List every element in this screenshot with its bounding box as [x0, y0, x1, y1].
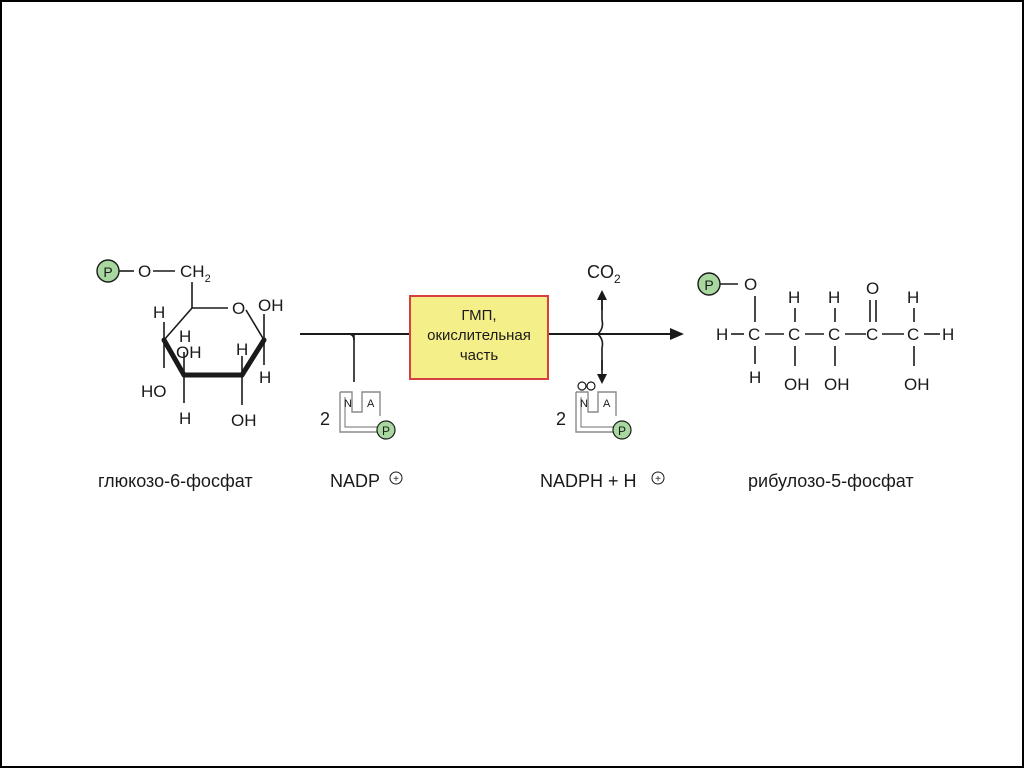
c2-hydroxyl: OH [231, 411, 257, 430]
ribulose-c2-oh: OH [784, 375, 810, 394]
ribulose-c1-h: H [749, 368, 761, 387]
ester-oxygen: O [138, 262, 151, 281]
nadph-a: A [603, 398, 611, 410]
ring-bond [163, 307, 193, 341]
co2-branch-line [597, 296, 604, 335]
nadph-icon: 2 N A P [556, 381, 632, 440]
nadph-shape [575, 391, 618, 433]
ring-oxygen: O [232, 299, 245, 318]
ribulose-c5-h: H [907, 288, 919, 307]
nadph-n: N [580, 398, 588, 410]
nadp-input-curve [347, 333, 355, 341]
ribulose-c2: C [788, 325, 800, 344]
ring-bond-front [161, 337, 187, 378]
ribulose-c3-oh: OH [824, 375, 850, 394]
c3-hydroxyl: OH [176, 343, 202, 362]
ribulose-c5: C [907, 325, 919, 344]
glucose-6-phosphate-structure: P O CH2 O OH H H HO H OH H H OH [96, 259, 284, 430]
nadph-branch-line [597, 333, 604, 370]
nadph-phosphate [612, 420, 632, 440]
phosphate-label-ribulose: P [704, 277, 713, 293]
nadp-a: A [367, 398, 375, 410]
c3-hydrogen: H [179, 409, 191, 428]
ring-bond-front [239, 337, 267, 378]
enzyme-line-3: часть [460, 347, 499, 364]
nadph-label: NADPH + H [540, 471, 637, 491]
ribulose-keto-o: O [866, 279, 879, 298]
ring-bond [245, 309, 265, 341]
c4-hydrogen: H [153, 303, 165, 322]
nadp-n: N [344, 398, 352, 410]
nadp-count: 2 [320, 409, 330, 429]
ribulose-c2-h: H [788, 288, 800, 307]
electron-dot [577, 381, 587, 391]
enzyme-line-2: окислительная [427, 327, 531, 344]
nadp-label: NADP [330, 471, 380, 491]
c1-hydroxyl: OH [258, 296, 284, 315]
c2-hydrogen: H [236, 340, 248, 359]
nadp-p: P [382, 424, 390, 438]
ribulose-c3-h: H [828, 288, 840, 307]
phosphate-label-glucose: P [103, 264, 112, 280]
electron-dot [586, 381, 596, 391]
nadph-count: 2 [556, 409, 566, 429]
ribulose-c1: C [748, 325, 760, 344]
nadp-shape [339, 391, 382, 433]
nadp-shape-inner [344, 397, 378, 428]
nadp-charge: + [393, 474, 399, 485]
nadp-icon: 2 N A P [320, 391, 396, 440]
ribulose-h-right: H [942, 325, 954, 344]
c4-hydroxyl: HO [141, 382, 167, 401]
nadph-charge-circle [651, 471, 665, 485]
c3-hydrogen-top: H [179, 327, 191, 346]
enzyme-box: ГМП, окислительная часть [409, 295, 549, 380]
nadp-phosphate [376, 420, 396, 440]
ribulose-5-phosphate-structure: P O H C H H C OH H C OH O C H C OH H [697, 272, 954, 394]
ribulose-c3: C [828, 325, 840, 344]
glucose-6-phosphate-label: глюкозо-6-фосфат [98, 471, 253, 491]
nadph-shape-inner [580, 397, 614, 428]
ch2-group: CH2 [180, 262, 211, 285]
ribulose-c4: C [866, 325, 878, 344]
nadph-charge: + [655, 474, 661, 485]
nadph-p: P [618, 424, 626, 438]
ribulose-c5-oh: OH [904, 375, 930, 394]
ribulose-h-left: H [716, 325, 728, 344]
enzyme-line-1: ГМП, [461, 307, 496, 324]
ribulose-5-phosphate-label: рибулозо-5-фосфат [748, 471, 914, 491]
nadp-charge-circle [389, 471, 403, 485]
ribulose-ester-oxygen: O [744, 275, 757, 294]
co2-label: CO2 [587, 262, 621, 286]
c1-hydrogen: H [259, 368, 271, 387]
